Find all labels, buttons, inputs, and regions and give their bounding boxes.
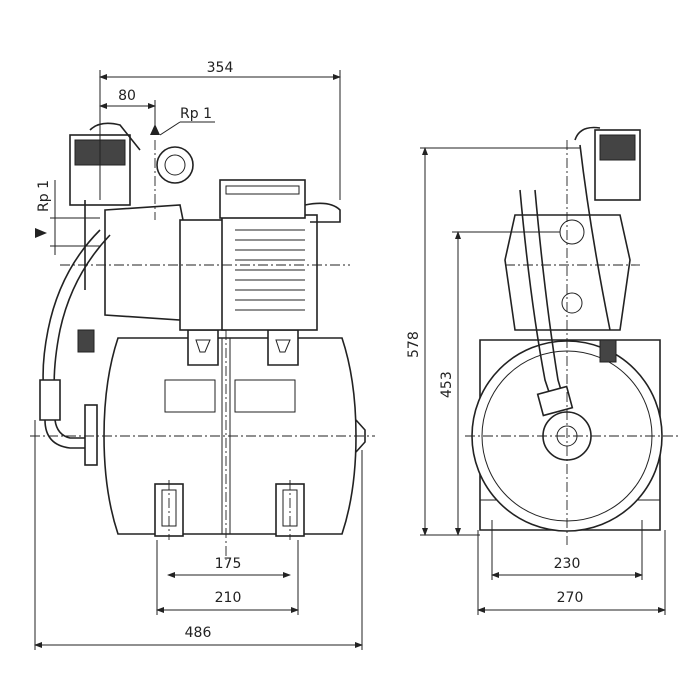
outlet-thread-label: Rp 1 <box>180 106 212 122</box>
pump-body <box>104 204 186 321</box>
dim-270: 270 <box>557 590 584 606</box>
inlet-arrow-icon <box>35 228 47 238</box>
outlet-arrow-icon <box>150 124 160 135</box>
dim-230: 230 <box>554 556 581 572</box>
dim-453: 453 <box>439 371 455 398</box>
inlet-thread-label: Rp 1 <box>36 180 52 212</box>
dim-80: 80 <box>118 88 136 104</box>
dimensions-front: 578 453 230 270 <box>406 147 666 615</box>
dim-210: 210 <box>215 590 242 606</box>
motor <box>221 214 318 331</box>
dim-578: 578 <box>406 331 422 358</box>
side-view <box>30 122 375 560</box>
dim-354: 354 <box>207 60 234 76</box>
front-view <box>465 126 680 545</box>
dim-175: 175 <box>215 556 242 572</box>
dim-486: 486 <box>185 625 212 641</box>
dimensions-side: 354 80 Rp 1 Rp 1 175 210 486 <box>34 60 363 650</box>
